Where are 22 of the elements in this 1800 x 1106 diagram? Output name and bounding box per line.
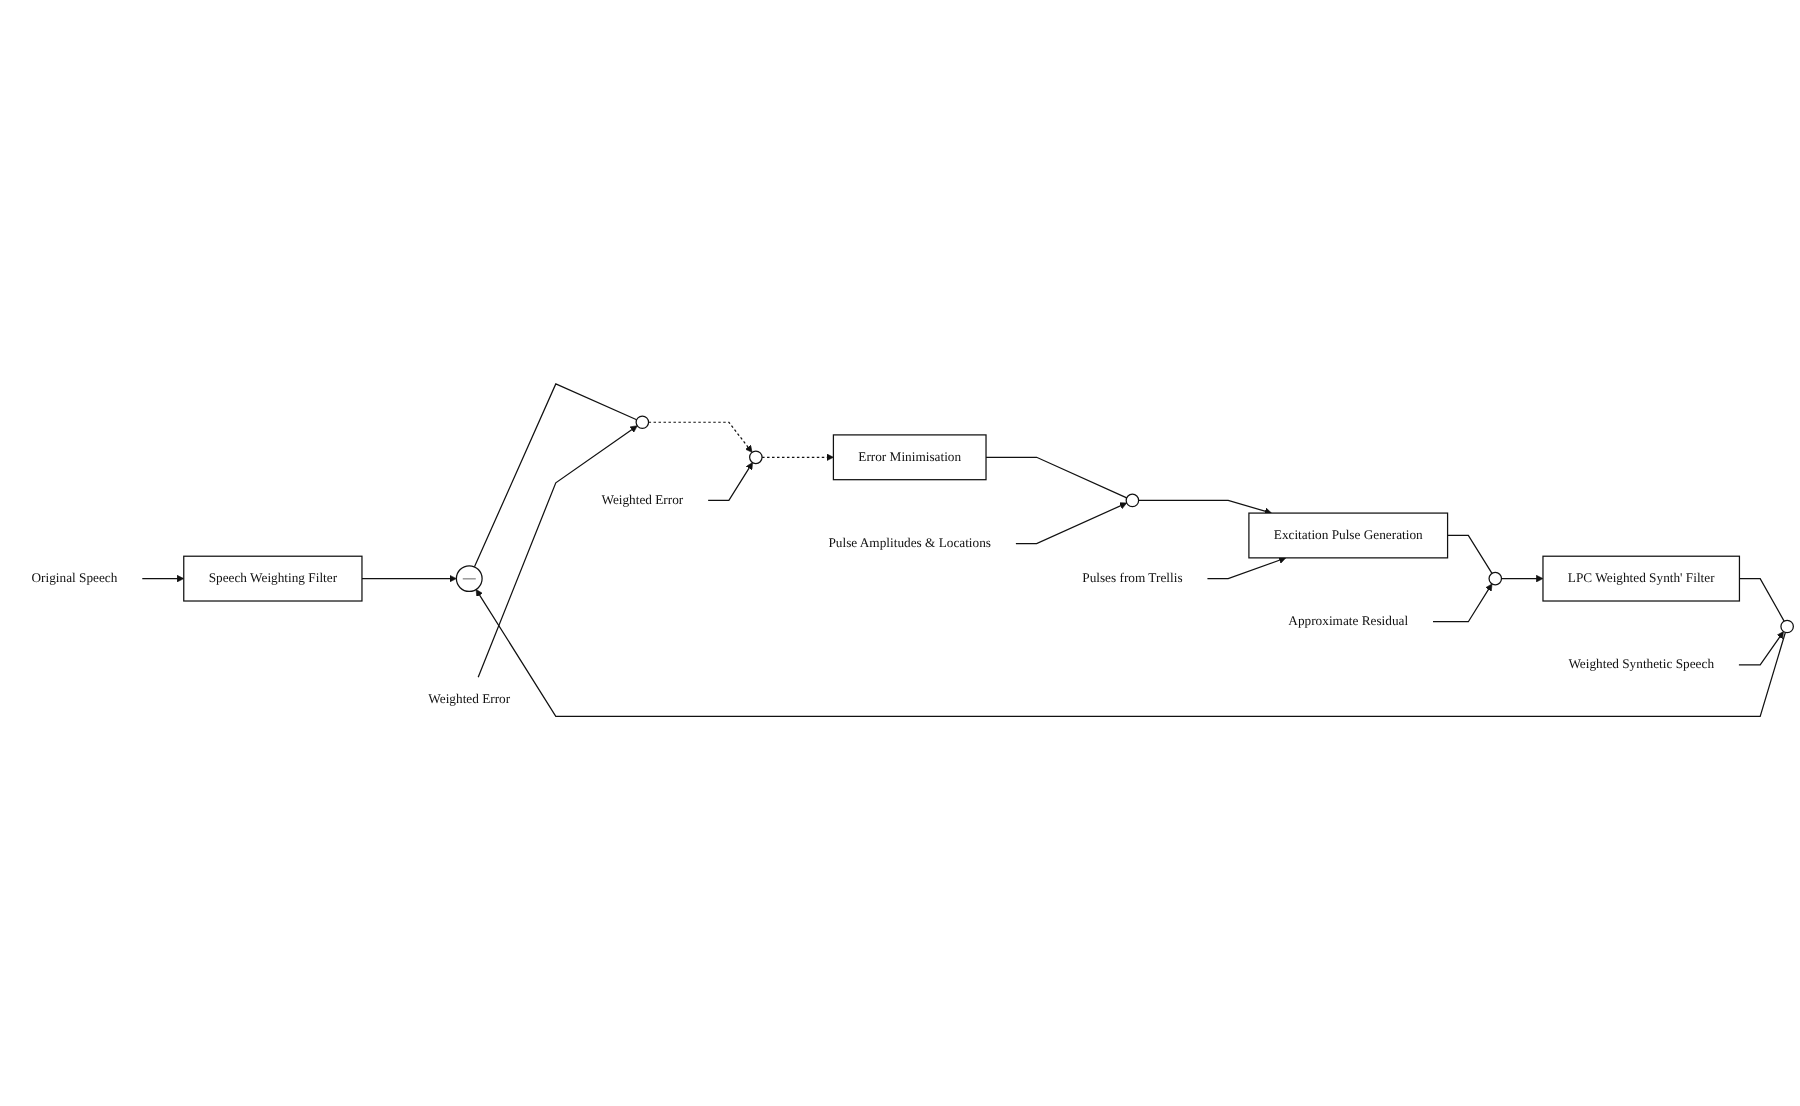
arrow xyxy=(1206,556,1287,580)
arrow xyxy=(1738,631,1784,666)
arrow xyxy=(1432,583,1493,623)
arrow xyxy=(141,574,185,583)
node-circle xyxy=(749,450,763,465)
node-circle xyxy=(1780,619,1794,634)
arrow xyxy=(707,462,753,502)
node-circle xyxy=(1125,493,1140,508)
arrow xyxy=(475,589,1786,717)
arrow xyxy=(647,421,753,453)
node-circle xyxy=(635,415,650,430)
connector xyxy=(1738,578,1785,622)
connector xyxy=(985,456,1128,499)
arrow xyxy=(1015,502,1128,545)
connector xyxy=(473,383,638,568)
arrow xyxy=(761,453,834,461)
arrow xyxy=(361,574,457,583)
node-circle xyxy=(1488,571,1503,586)
arrow xyxy=(1138,499,1272,515)
connector xyxy=(1446,534,1493,574)
arrow xyxy=(1500,574,1544,583)
arrow xyxy=(477,425,638,678)
